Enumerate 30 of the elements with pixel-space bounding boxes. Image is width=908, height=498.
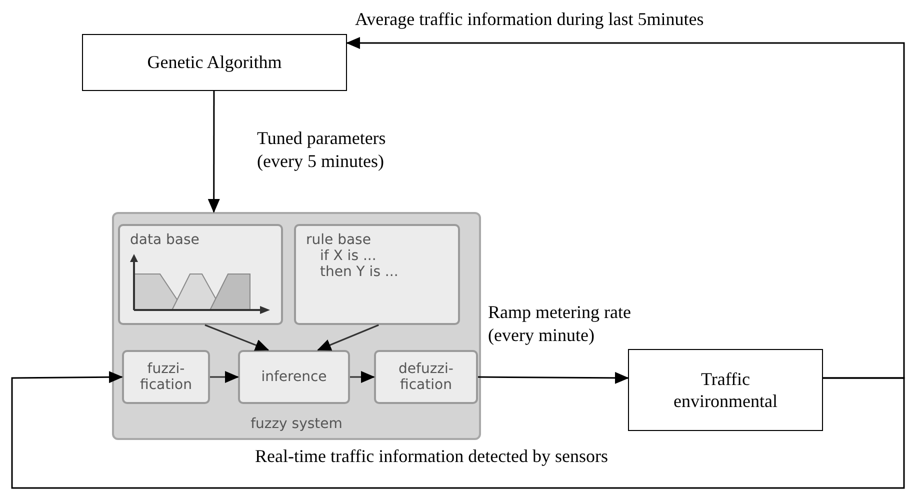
rule-text: if X is ... (319, 248, 376, 264)
edge-label: Average traffic information during last 5minutes (355, 8, 704, 31)
process-box (628, 349, 823, 431)
edge-label: Real-time traffic information detected by sensors (255, 445, 608, 468)
node-label: inference (261, 368, 327, 386)
node-label: defuzzi-fication (398, 360, 454, 394)
node-label: rule base (306, 232, 371, 248)
process-box (374, 350, 478, 404)
system-panel (112, 212, 481, 440)
rule-base-panel (294, 224, 460, 325)
arrow (317, 324, 379, 351)
process-box (122, 350, 210, 404)
arrow (204, 324, 270, 351)
node-label: Genetic Algorithm (147, 51, 282, 74)
database-panel (118, 224, 283, 325)
arrow (478, 372, 629, 384)
node-label: Traffic environmental (672, 368, 778, 412)
edge-label: Ramp metering rate (every minute) (488, 301, 632, 348)
node-label: fuzzi-fication (139, 360, 193, 394)
process-box (238, 350, 350, 404)
arrow (208, 91, 220, 213)
rule-text: then Y is ... (319, 264, 398, 280)
process-box (82, 34, 347, 91)
edge-label: Tuned parameters (every 5 minutes) (257, 127, 387, 174)
node-label: data base (130, 232, 200, 248)
arrow (11, 371, 905, 489)
node-label: fuzzy system (250, 416, 342, 432)
arrow (210, 371, 239, 383)
arrow (346, 37, 905, 379)
arrow (350, 371, 375, 383)
